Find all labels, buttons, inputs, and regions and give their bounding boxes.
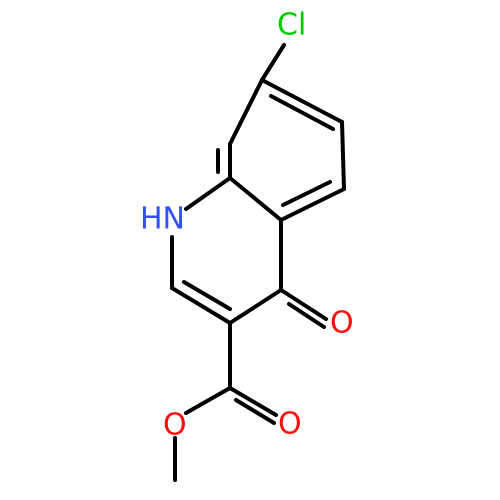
bond-c4-o bbox=[279, 288, 328, 321]
bond-cester-o-double bbox=[228, 386, 278, 417]
atom-nh: HN bbox=[140, 202, 185, 237]
bond-c7-cl bbox=[260, 43, 286, 82]
bond-c3-c4 bbox=[228, 288, 283, 325]
bond-c5-c4a bbox=[279, 187, 346, 222]
bond-c7-c6-inner bbox=[269, 94, 335, 131]
atom-labels: Cl HN O O O bbox=[140, 8, 354, 443]
bond-c7-c6 bbox=[260, 78, 344, 124]
bond-c6-c5 bbox=[340, 120, 346, 191]
bond-c4-o-inner bbox=[287, 302, 326, 329]
bond-cester-o-double-inner bbox=[234, 398, 276, 425]
bond-c4a-c8a bbox=[228, 176, 283, 222]
atom-o-carbonyl: O bbox=[278, 407, 302, 442]
bond-c2-c3 bbox=[170, 286, 232, 325]
atom-o-ester: O bbox=[163, 408, 187, 443]
bond-cester-o-single bbox=[184, 386, 232, 415]
atom-cl: Cl bbox=[277, 8, 306, 43]
atom-o-ketone: O bbox=[330, 306, 354, 341]
bond-c5-c4a-inner bbox=[281, 180, 332, 207]
bonds bbox=[170, 43, 346, 482]
bond-c8a-n1 bbox=[184, 176, 232, 211]
bond-c2-c3-inner bbox=[182, 280, 232, 311]
bond-c7-c8 bbox=[228, 78, 264, 146]
